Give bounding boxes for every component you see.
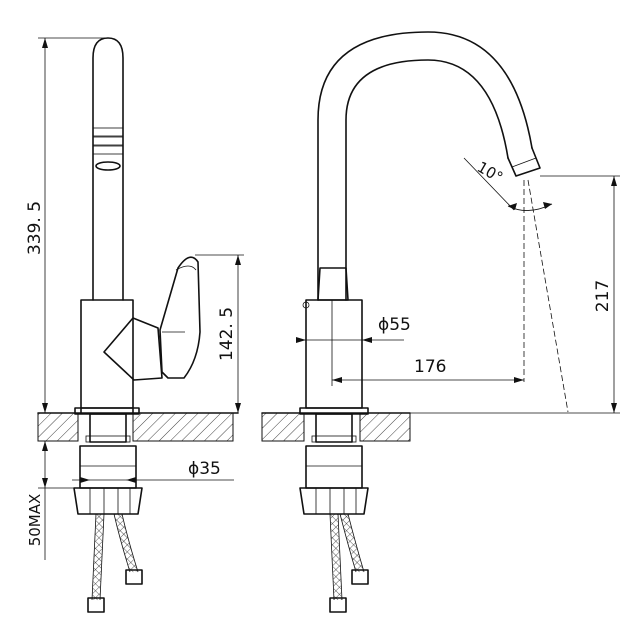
hose-front-a	[330, 513, 342, 601]
hose-left-a	[92, 513, 104, 601]
angle-leader	[463, 157, 515, 211]
side-nut-flange	[73, 487, 143, 515]
aerator-band-3	[92, 145, 124, 155]
dim-arrow-handle-bottom	[235, 403, 241, 413]
dim-arrow-base-right	[362, 337, 372, 343]
side-view: 339. 5 142. 5 ϕ35 50MAX	[25, 37, 244, 613]
front-nut-flange	[299, 487, 369, 515]
hose-left-b-fitting	[125, 569, 143, 585]
dim-arrow-hose-bottom	[42, 478, 48, 488]
dim-arrow-reach-left	[332, 377, 342, 383]
dim-arrow-total-bottom	[42, 403, 48, 413]
lever-handle	[159, 256, 201, 379]
dim-arrow-shank-right	[126, 477, 136, 483]
front-aerator	[507, 147, 541, 177]
hose-left-b-outline	[113, 513, 139, 573]
hose-left-a-fitting	[87, 597, 105, 613]
dim-arrow-hose-top	[42, 441, 48, 451]
countertop-left-b	[132, 412, 234, 442]
label-hose-max: 50MAX	[26, 494, 44, 547]
aerator-band-2	[92, 136, 124, 146]
aerator-ring	[511, 157, 537, 168]
front-handle-stub	[317, 267, 349, 301]
dim-arrow-spout-top	[611, 176, 617, 186]
front-mount-nut	[305, 445, 363, 489]
dim-arrow-reach-right	[514, 377, 524, 383]
dim-arrow-handle-top	[235, 255, 241, 265]
label-base-dia: ϕ55	[378, 315, 411, 335]
angle-arrow-left	[508, 203, 517, 210]
hose-front-b-fitting	[351, 569, 369, 585]
label-total-height: 339. 5	[25, 201, 45, 255]
dim-arrow-shank-left	[80, 477, 90, 483]
handle-cartridge	[103, 317, 163, 381]
label-reach: 176	[414, 357, 446, 377]
hose-left-a-outline	[91, 513, 105, 601]
side-mount-nut	[79, 445, 137, 489]
side-spout-pipe	[92, 37, 124, 301]
side-washer	[85, 435, 131, 443]
dim-arrow-base-left	[296, 337, 306, 343]
front-shank	[315, 413, 353, 443]
countertop-right-a	[261, 412, 305, 442]
front-washer	[311, 435, 357, 443]
label-shank-dia: ϕ35	[188, 459, 221, 479]
hose-front-a-outline	[329, 513, 343, 601]
label-spout-height: 217	[593, 280, 613, 312]
label-tilt-angle: 10°	[474, 158, 506, 187]
front-screw	[302, 301, 310, 309]
angle-arrow-right	[543, 202, 552, 209]
hose-front-b-outline	[339, 513, 365, 573]
countertop-right-b	[359, 412, 411, 442]
aerator-band-1	[92, 127, 124, 137]
stream-tilted	[527, 179, 569, 413]
label-handle-height: 142. 5	[217, 307, 237, 361]
side-shank	[89, 413, 127, 443]
front-view: 10° ϕ55 176 217	[261, 31, 620, 613]
gooseneck-inner	[345, 59, 509, 301]
hose-left-b	[114, 513, 138, 574]
lever-highlight	[175, 265, 197, 271]
dim-arrow-total-top	[42, 38, 48, 48]
front-body	[305, 299, 363, 409]
countertop-left-a	[37, 412, 79, 442]
aerator-outlet	[95, 161, 121, 171]
gooseneck-outer	[317, 31, 533, 301]
hose-front-a-fitting	[329, 597, 347, 613]
dim-arrow-spout-bottom	[611, 403, 617, 413]
hose-front-b	[340, 513, 364, 573]
